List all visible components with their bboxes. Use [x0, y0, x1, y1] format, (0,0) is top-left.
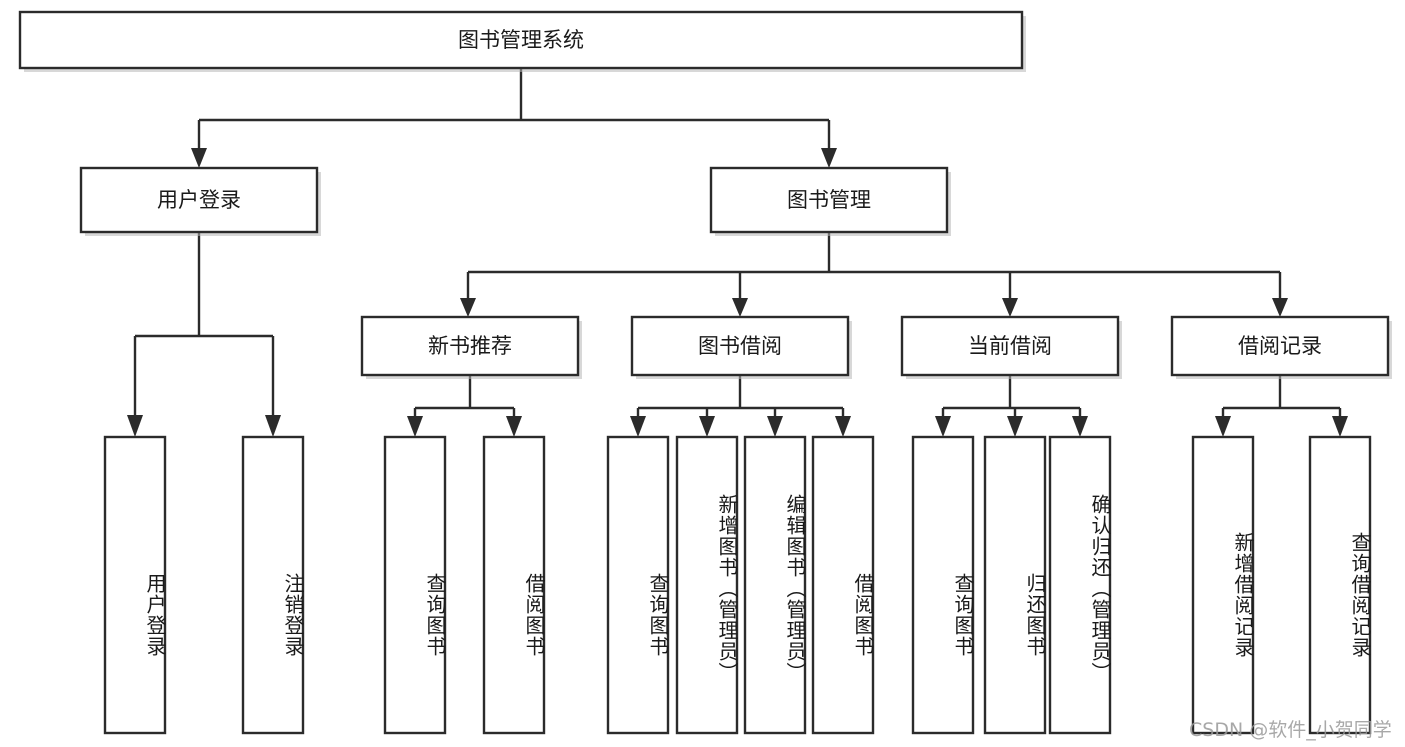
node-borrow-record-rect[interactable]: [1170, 315, 1390, 377]
connector-group-current-borrow: [935, 375, 1088, 437]
arrow-currentborrow-leaf-1-icon: [935, 416, 951, 437]
arrow-newbook-leaf-2-icon: [506, 416, 522, 437]
node-new-book-recommend-rect[interactable]: [360, 315, 580, 377]
connector-group-book-management: [460, 232, 1288, 317]
arrow-bm-current-borrow-icon: [1002, 298, 1018, 317]
leaf-box-query-record[interactable]: [1308, 435, 1372, 735]
node-current-borrow-rect[interactable]: [900, 315, 1120, 377]
leaf-box-user-login[interactable]: [103, 435, 167, 735]
arrow-bm-book-borrow-icon: [732, 298, 748, 317]
arrow-currentborrow-leaf-2-icon: [1007, 416, 1023, 437]
leaf-boxes: [103, 435, 1372, 735]
node-root-rect[interactable]: [18, 10, 1024, 70]
leaf-box-query-book-3[interactable]: [911, 435, 975, 735]
node-book-management[interactable]: 图书管理: [709, 166, 951, 236]
node-book-borrow-rect[interactable]: [630, 315, 850, 377]
arrow-user-login-leaf-1-icon: [127, 415, 143, 437]
node-book-management-rect[interactable]: [709, 166, 949, 234]
node-root-label: 图书管理系统: [458, 28, 584, 52]
node-borrow-record[interactable]: 借阅记录: [1170, 315, 1392, 379]
leaf-box-add-book[interactable]: [675, 435, 739, 735]
arrow-bm-borrow-record-icon: [1272, 298, 1288, 317]
node-user-login-rect[interactable]: [79, 166, 319, 234]
leaf-box-query-book-2[interactable]: [606, 435, 670, 735]
node-new-book-recommend[interactable]: 新书推荐: [360, 315, 582, 379]
connector-group-root: [191, 68, 837, 168]
node-book-management-label: 图书管理: [787, 188, 871, 212]
arrow-root-to-user-login-icon: [191, 148, 207, 168]
node-current-borrow[interactable]: 当前借阅: [900, 315, 1122, 379]
leaf-box-confirm-return[interactable]: [1048, 435, 1112, 735]
arrow-currentborrow-leaf-3-icon: [1072, 416, 1088, 437]
leaf-box-add-record[interactable]: [1191, 435, 1255, 735]
node-user-login[interactable]: 用户登录: [79, 166, 321, 236]
leaf-box-logout[interactable]: [241, 435, 305, 735]
connector-group-book-borrow: [630, 375, 851, 437]
arrow-user-login-leaf-2-icon: [265, 415, 281, 437]
arrow-bookborrow-leaf-3-icon: [767, 416, 783, 437]
arrow-root-to-book-management-icon: [821, 148, 837, 168]
leaf-box-borrow-book-1[interactable]: [482, 435, 546, 735]
node-borrow-record-label: 借阅记录: [1238, 334, 1322, 358]
node-book-borrow-label: 图书借阅: [698, 334, 782, 358]
leaf-box-edit-book[interactable]: [743, 435, 807, 735]
leaf-box-return-book[interactable]: [983, 435, 1047, 735]
connector-group-borrow-record: [1215, 375, 1348, 437]
arrow-bookborrow-leaf-4-icon: [835, 416, 851, 437]
arrow-bm-new-book-icon: [460, 298, 476, 317]
arrow-bookborrow-leaf-2-icon: [699, 416, 715, 437]
node-new-book-recommend-label: 新书推荐: [428, 334, 512, 358]
node-book-borrow[interactable]: 图书借阅: [630, 315, 852, 379]
arrow-newbook-leaf-1-icon: [407, 416, 423, 437]
arrow-bookborrow-leaf-1-icon: [630, 416, 646, 437]
leaf-box-borrow-book-2[interactable]: [811, 435, 875, 735]
node-current-borrow-label: 当前借阅: [968, 334, 1052, 358]
node-user-login-label: 用户登录: [157, 188, 241, 212]
leaf-box-query-book-1[interactable]: [383, 435, 447, 735]
node-root[interactable]: 图书管理系统: [18, 10, 1026, 72]
connector-group-user-login: [127, 232, 281, 437]
arrow-borrowrecord-leaf-1-icon: [1215, 416, 1231, 437]
csdn-watermark: CSDN @软件_小贺同学: [1189, 719, 1392, 741]
arrow-borrowrecord-leaf-2-icon: [1332, 416, 1348, 437]
connector-group-new-book-recommend: [407, 375, 522, 437]
